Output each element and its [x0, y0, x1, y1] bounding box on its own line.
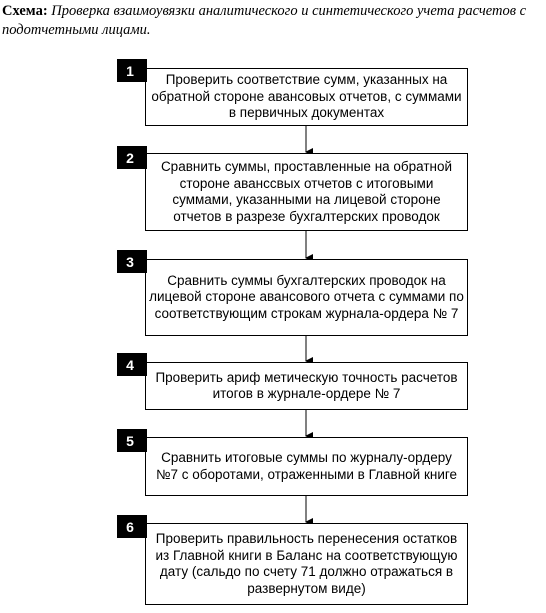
step-1-box: Проверить соответствие сумм, указанных н… [145, 68, 468, 126]
step-4-box: Проверить ариф метическую точность расче… [145, 362, 468, 410]
step-6-number: 6 [117, 515, 147, 538]
title-label: Схема: [2, 3, 48, 19]
step-3-box: Сравнить суммы бухгалтерских проводок на… [145, 259, 468, 336]
step-3-number: 3 [117, 250, 147, 273]
step-3-text: Сравнить суммы бухгалтерских проводок на… [149, 272, 464, 321]
step-1-text: Проверить соответствие сумм, указанных н… [151, 72, 462, 121]
step-2-text: Сравнить суммы, проставленные на обратно… [160, 159, 453, 224]
step-4-text: Проверить ариф метическую точность расче… [155, 369, 458, 402]
step-1-number: 1 [117, 59, 147, 82]
step-4-number: 4 [117, 353, 147, 376]
title-text: Проверка взаимоувязки аналитического и с… [2, 3, 527, 38]
step-2-number: 2 [117, 146, 147, 169]
diagram-title: Схема: Проверка взаимоувязки аналитическ… [2, 2, 532, 40]
step-5-text: Сравнить итоговые суммы по журналу-ордер… [155, 450, 458, 482]
step-5-box: Сравнить итоговые суммы по журналу-ордер… [145, 437, 468, 496]
step-6-box: Проверить правильность перенесения остат… [145, 523, 468, 605]
step-6-text: Проверить правильность перенесения остат… [155, 531, 458, 596]
step-5-number: 5 [117, 429, 147, 452]
step-2-box: Сравнить суммы, проставленные на обратно… [145, 153, 468, 231]
